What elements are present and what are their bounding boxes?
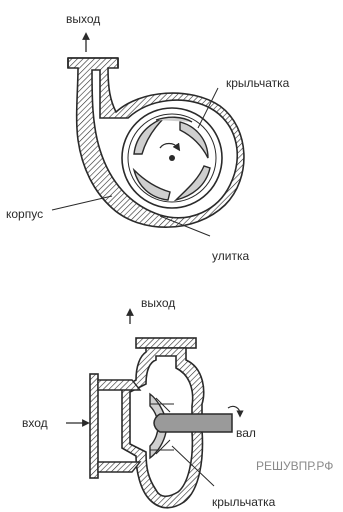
- top-impeller-label: крыльчатка: [226, 76, 290, 90]
- top-volute-label: улитка: [212, 249, 249, 263]
- top-outlet-label: выход: [66, 12, 100, 26]
- top-casing-label: корпус: [6, 207, 43, 221]
- bottom-outlet-label: выход: [141, 296, 175, 310]
- bottom-inlet-label: вход: [22, 416, 48, 430]
- shaft: [154, 414, 232, 432]
- inlet-flange: [90, 374, 98, 478]
- shaft-rotation-arrow: [228, 406, 240, 414]
- inlet-pipe: [98, 380, 140, 472]
- bottom-shaft-label: вал: [236, 426, 256, 440]
- top-pump-diagram: выход крыльчатка корпус улитка: [6, 12, 290, 263]
- bottom-impeller-label: крыльчатка: [212, 495, 276, 509]
- outlet-flange-bottom: [136, 338, 196, 348]
- bottom-pump-diagram: выход вход вал крыльчатка: [22, 296, 276, 509]
- watermark: РЕШУВПР.РФ: [256, 459, 333, 473]
